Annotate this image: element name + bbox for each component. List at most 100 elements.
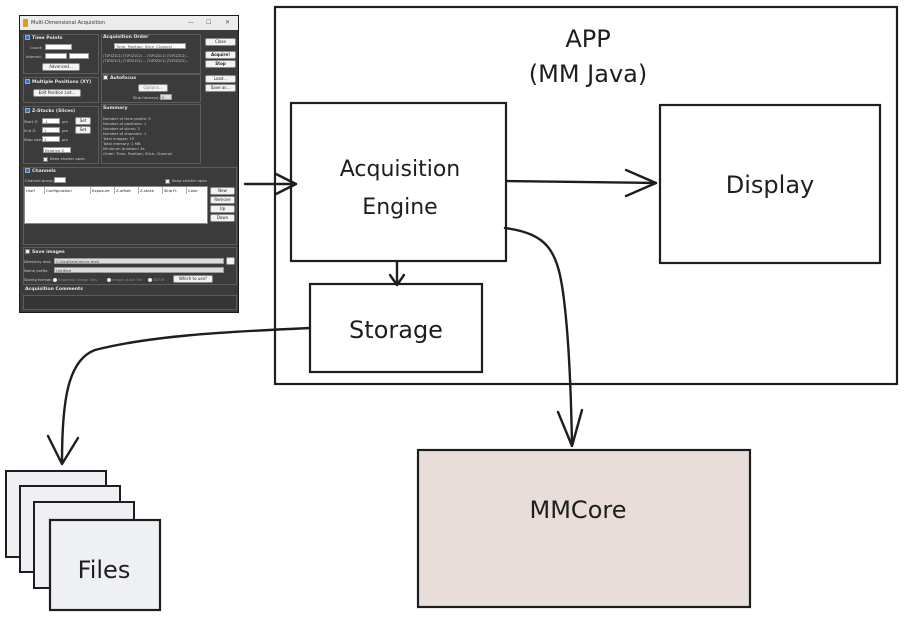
acquisition-comments-field[interactable] (23, 295, 237, 310)
summary-line: Minimum duration: 4s (103, 146, 145, 151)
autofocus-header: Autofocus (103, 75, 136, 81)
arrowhead-mda-to-engine (274, 172, 298, 196)
multi-positions-checkbox[interactable] (25, 79, 30, 84)
interval-unit-select[interactable] (69, 53, 89, 59)
column-header-exposure[interactable]: Exposure (91, 187, 115, 194)
close-icon[interactable]: ✕ (225, 19, 231, 26)
channel-group-select[interactable] (54, 177, 66, 183)
advanced-button[interactable]: Advanced... (42, 63, 80, 71)
acquisition-engine-box (289, 101, 508, 263)
multi-positions-panel (23, 77, 99, 103)
channel-remove-button[interactable]: Remove (210, 196, 235, 204)
edit-position-list-button[interactable]: Edit Position List... (33, 89, 81, 97)
time-points-header: Time Points (25, 35, 63, 41)
channels-keep-shutter: Keep shutter open (165, 178, 207, 184)
z-stacks-checkbox[interactable] (25, 108, 30, 113)
load-button[interactable]: Load... (205, 75, 236, 83)
format-option-ndtiff[interactable]: NDTiff (148, 277, 165, 282)
autofocus-checkbox[interactable] (103, 75, 108, 80)
z-keep-shutter: Keep shutter open (43, 156, 85, 162)
time-points-panel (23, 34, 99, 74)
display-box (658, 103, 882, 265)
acquisition-engine-label-line1: Acquisition (340, 157, 461, 182)
column-header-skip-frames[interactable]: Skip Fr. (163, 187, 187, 194)
browse-directory-button[interactable] (226, 257, 235, 265)
display-label: Display (726, 171, 814, 199)
acquire-button[interactable]: Acquire! (205, 51, 236, 59)
channels-table[interactable]: Use? Configuration Exposure Z-offset Z-s… (24, 186, 208, 224)
arrow-engine-to-mmcore (503, 226, 574, 447)
maximize-icon[interactable]: ☐ (206, 19, 212, 26)
files-label: Files (78, 556, 131, 584)
close-button[interactable]: Close (205, 38, 236, 46)
stop-button[interactable]: Stop (205, 60, 236, 68)
channel-up-button[interactable]: Up (210, 205, 235, 213)
which-to-use-button[interactable]: Which to use? (173, 275, 213, 283)
summary-line: Number of channels: 1 (103, 131, 147, 136)
channel-down-button[interactable]: Down (210, 214, 235, 222)
name-prefix-field[interactable]: Untitled (54, 267, 224, 273)
channels-checkbox[interactable] (25, 168, 30, 173)
app-subtitle: (MM Java) (529, 60, 647, 88)
column-header-z-offset[interactable]: Z-offset (115, 187, 139, 194)
column-header-use[interactable]: Use? (25, 187, 45, 194)
column-header-z-stack[interactable]: Z-stack (139, 187, 163, 194)
minimize-icon[interactable]: — (188, 19, 194, 26)
channels-keep-shutter-checkbox[interactable] (165, 178, 170, 184)
multi-positions-title: Multiple Positions (XY) (32, 80, 92, 85)
z-keep-shutter-checkbox[interactable] (43, 156, 48, 162)
count-field[interactable] (45, 44, 72, 50)
save-images-panel (23, 247, 237, 285)
summary-header: Summary (103, 106, 128, 111)
mda-window: Multi-Dimensional Acquisition — ☐ ✕ Time… (19, 15, 239, 313)
autofocus-panel (101, 74, 201, 103)
acquisition-order-select[interactable]: Time, Position, Slice, Channel (114, 43, 186, 49)
acquisition-engine-label-line2: Engine (362, 195, 437, 220)
interval-field[interactable] (45, 53, 67, 59)
app-box (273, 5, 899, 386)
set-start-z-button[interactable]: Set (75, 117, 91, 125)
autofocus-options-button[interactable]: Options... (138, 84, 168, 92)
radio-ndtiff[interactable] (148, 278, 152, 282)
format-option-stack[interactable]: Image stack file (107, 277, 142, 282)
arrowhead-storage-to-files (46, 434, 80, 466)
mmcore-label: MMCore (530, 496, 627, 524)
radio-stack[interactable] (107, 278, 111, 282)
channel-new-button[interactable]: New (210, 187, 235, 195)
column-header-configuration[interactable]: Configuration (45, 187, 91, 194)
count-label: Count: (30, 45, 43, 50)
set-end-z-button[interactable]: Set (75, 126, 91, 134)
channel-group-label: Channel group: (25, 178, 55, 183)
summary-line: Order: Time, Position, Slice, Channel (103, 151, 173, 156)
start-z-field[interactable]: -1 (42, 118, 60, 124)
end-z-unit: µm (62, 128, 69, 133)
step-size-field[interactable]: 1 (42, 136, 60, 142)
summary-line: Number of slices: 3 (103, 126, 140, 131)
time-points-checkbox[interactable] (25, 35, 30, 40)
skip-frames-field[interactable]: 0 (160, 94, 172, 100)
format-label-ndtiff: NDTiff (153, 277, 165, 282)
column-header-color[interactable]: Color (188, 188, 198, 193)
format-option-separate[interactable]: Separate image files (53, 277, 97, 282)
directory-root-field[interactable]: C:\AcqData\micro-test\ (54, 258, 224, 264)
directory-root-label: Directory root: (24, 259, 52, 264)
saving-format-label: Saving format: (24, 277, 53, 282)
step-size-label: Step size: (24, 137, 43, 142)
acquisition-order-header: Acquisition Order (103, 35, 149, 40)
save-as-button[interactable]: Save as... (205, 84, 236, 92)
arrow-engine-to-display (505, 179, 658, 185)
relative-z-select[interactable]: Relative Z (43, 147, 71, 153)
arrowhead-engine-to-mmcore (556, 408, 584, 448)
time-points-title: Time Points (32, 36, 63, 41)
channels-panel (23, 167, 237, 245)
acquisition-comments-header: Acquisition Comments (25, 287, 83, 292)
summary-line: Total images: 15 (103, 136, 135, 141)
channels-header: Channels (25, 168, 56, 174)
acquisition-order-line2: (T1P2Z1C1) (T1P2Z1C2) ... (T1P2Z2C1) (T1… (103, 59, 189, 63)
end-z-field[interactable]: 1 (42, 127, 60, 133)
acquisition-order-line1: (T1P1Z1C1) (T1P1Z1C2) ... (T1P1Z2C1) (T1… (103, 54, 189, 58)
radio-separate[interactable] (53, 278, 57, 282)
save-images-checkbox[interactable] (25, 249, 30, 254)
format-label-separate: Separate image files (58, 277, 98, 282)
channels-keep-shutter-label: Keep shutter open (172, 178, 207, 183)
